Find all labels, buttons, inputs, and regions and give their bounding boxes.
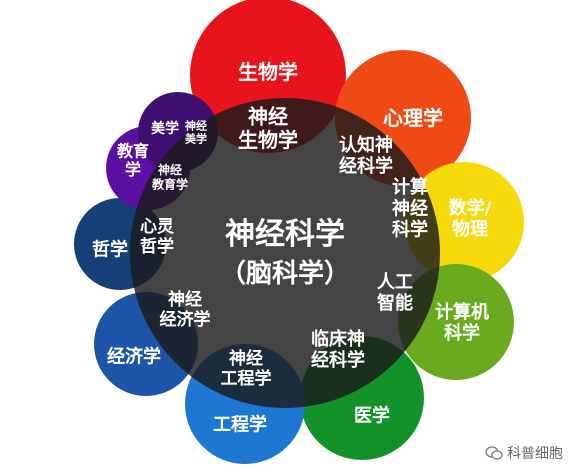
watermark-text: 科普细胞	[507, 446, 563, 462]
aesthetics-label-line-1: 美学	[151, 120, 179, 137]
watermark: 科普细胞	[485, 443, 563, 463]
psychology-label-line-1: 心理学	[383, 106, 443, 130]
center-subtitle: （脑科学）	[220, 258, 350, 289]
center-title: 神经科学	[225, 217, 345, 252]
philosophy-of-mind-label-line-1: 心灵	[140, 217, 175, 237]
cognitive-label-line-1: 认知神	[339, 134, 393, 156]
computational-label-line-3: 科学	[392, 219, 428, 241]
education-label-line-2: 学	[125, 160, 141, 179]
math-physics-label-line-1: 数学/	[449, 197, 492, 219]
medicine-label-line-1: 医学	[354, 404, 390, 426]
biology-label-line-1: 生物学	[238, 60, 298, 84]
cs-label-line-1: 计算机	[435, 301, 489, 323]
neurobiology-label-line-2: 生物学	[238, 128, 298, 152]
ai-label-line-2: 智能	[377, 292, 413, 314]
computational-label-line-2: 神经	[392, 197, 428, 219]
neuroaesthetics-label-line-1: 神经	[185, 118, 207, 132]
ai-label-line-1: 人工	[377, 272, 413, 293]
cognitive-label-line-2: 经科学	[339, 155, 393, 177]
economics-label-line-1: 经济学	[107, 345, 161, 367]
computational-label-line-1: 计算	[392, 176, 428, 198]
neuroengineering-label-line-2: 工程学	[221, 368, 272, 389]
math-physics-label-line-2: 物理	[452, 218, 488, 240]
neurobiology-label-line-1: 神经	[248, 104, 288, 128]
engineering-label-line-1: 工程学	[213, 413, 267, 435]
philosophy-label-line-1: 哲学	[92, 238, 128, 260]
wechat-icon	[485, 446, 503, 460]
neuroeducation-label-line-2: 教育学	[151, 176, 188, 191]
neuroeconomics-label-line-2: 经济学	[160, 309, 211, 330]
neuroengineering-label-line-1: 神经	[229, 348, 263, 369]
neuroaesthetics-label-line-2: 美学	[185, 131, 207, 145]
cs-label-line-2: 科学	[444, 322, 480, 344]
education-label-line-1: 教育	[117, 141, 149, 160]
neuroeducation-label-line-1: 神经	[158, 162, 182, 177]
clinical-label-line-2: 经科学	[311, 349, 365, 371]
neuroeconomics-label-line-1: 神经	[168, 289, 202, 310]
clinical-label-line-1: 临床神	[311, 328, 365, 350]
center-disc	[130, 98, 440, 408]
philosophy-of-mind-label-line-2: 哲学	[140, 236, 174, 257]
